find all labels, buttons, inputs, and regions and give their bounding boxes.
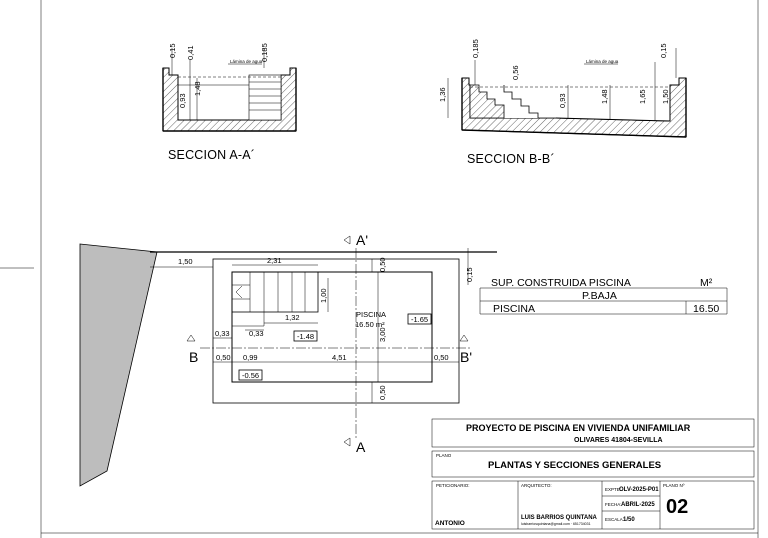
arquitecto-name: LUIS BARRIOS QUINTANA — [521, 515, 598, 521]
plan-dim-top-margin: 0,50 — [378, 257, 387, 272]
plano-label: PLANO — [436, 453, 452, 458]
plan-dim-left-b: 0,33 — [249, 329, 264, 338]
section-bb-water-label: Lámina de agua — [586, 59, 619, 64]
fecha-label: FECHA: — [605, 502, 622, 507]
plan-dim-step-len: 1,32 — [285, 313, 300, 322]
project-title: PROYECTO DE PISCINA EN VIVIENDA UNIFAMIL… — [466, 423, 691, 433]
area-table-row-value: 16.50 — [693, 303, 719, 315]
section-bb-dim: 0,185 — [471, 39, 480, 58]
section-aa-title: SECCION A-A´ — [168, 148, 255, 162]
section-aa: Lámina de agua 0,15 0,41 0,185 0,93 1,48… — [162, 43, 297, 162]
cut-marker-a-bottom: A — [356, 439, 366, 455]
plan-dim-pool-width: 3,00 — [378, 327, 387, 342]
section-bb-title: SECCION B-B´ — [467, 152, 555, 166]
pool-shell — [231, 271, 433, 383]
section-bb-dim: 1,50 — [661, 89, 670, 104]
plan-dim-left-a: 0,33 — [215, 329, 230, 338]
area-table-row-label: PISCINA — [493, 303, 535, 315]
cut-marker-a-top: A' — [356, 232, 368, 248]
area-table: SUP. CONSTRUIDA PISCINA M² P.BAJA PISCIN… — [479, 277, 728, 315]
plano-number: 02 — [666, 496, 688, 518]
pool-stairs — [231, 271, 319, 313]
level-badge: -1.65 — [411, 315, 428, 324]
section-aa-stairs — [248, 74, 282, 121]
arquitecto-contact: luisbarriosquintana@gmail.com · 65173403… — [521, 522, 591, 526]
cut-marker-b-left: B — [189, 349, 198, 365]
section-bb-stair-block — [469, 84, 505, 119]
arquitecto-label: ARQUITECTO: — [521, 483, 552, 488]
escala-value: 1/50 — [623, 517, 635, 523]
plan-dim-stair-depth: 1,00 — [319, 288, 328, 303]
peticionario-label: PETICIONARIO: — [436, 483, 470, 488]
peticionario-name: ANTONIO — [435, 520, 465, 527]
plan-dim-stair-len: 0,99 — [243, 353, 258, 362]
section-aa-dim: 0,185 — [260, 43, 269, 62]
pool-slab — [212, 258, 460, 404]
plano-title: PLANTAS Y SECCIONES GENERALES — [488, 460, 661, 471]
escala-label: ESCALA: — [605, 517, 624, 522]
plan-dim-bottom-margin: 0,50 — [378, 385, 387, 400]
level-badge: -0.56 — [242, 371, 259, 380]
area-table-floor: P.BAJA — [582, 290, 617, 302]
section-aa-dim: 1,48 — [193, 81, 202, 96]
area-table-header: SUP. CONSTRUIDA PISCINA — [491, 277, 631, 289]
pool-label: PISCINA — [356, 310, 386, 319]
section-aa-dim: 0,93 — [178, 93, 187, 108]
plan-dim-stair-width: 2,31 — [267, 256, 282, 265]
pool-area: 16.50 m² — [355, 320, 385, 329]
section-bb-dim: 1,65 — [638, 89, 647, 104]
expte-label: EXPTE: — [605, 487, 621, 492]
terrain-area — [79, 243, 158, 487]
cut-marker-b-right: B' — [460, 349, 472, 365]
section-bb-dim: 0,56 — [511, 65, 520, 80]
pool-plan: A' A B B' 1,50 2,31 0,50 0,15 1,00 1,32 … — [79, 232, 497, 487]
plan-dim-wall: 0,15 — [465, 267, 474, 282]
section-aa-dim: 0,41 — [186, 45, 195, 60]
section-bb: Lámina de agua 0,185 0,56 0,15 1,36 0,93… — [438, 39, 687, 166]
plan-dim-setback: 1,50 — [178, 257, 193, 266]
section-bb-dim: 0,93 — [558, 93, 567, 108]
section-aa-dim: 0,15 — [168, 43, 177, 58]
section-bb-dim: 1,48 — [600, 89, 609, 104]
plan-dim-right-margin: 0,50 — [434, 353, 449, 362]
expte-value: OLV-2025-P01 — [619, 487, 659, 493]
plan-dim-pool-len: 4,51 — [332, 353, 347, 362]
plan-dim-left-margin: 0,50 — [216, 353, 231, 362]
area-table-unit: M² — [700, 277, 713, 289]
section-bb-dim: 0,15 — [659, 43, 668, 58]
level-badge: -1.48 — [297, 332, 314, 341]
plano-number-label: PLANO Nº — [663, 483, 685, 488]
section-aa-water-label: Lámina de agua — [230, 59, 263, 64]
project-location: OLIVARES 41804-SEVILLA — [574, 437, 663, 444]
title-block: PROYECTO DE PISCINA EN VIVIENDA UNIFAMIL… — [431, 418, 755, 530]
fecha-value: ABRIL-2025 — [621, 502, 655, 508]
section-bb-dim: 1,36 — [438, 87, 447, 102]
